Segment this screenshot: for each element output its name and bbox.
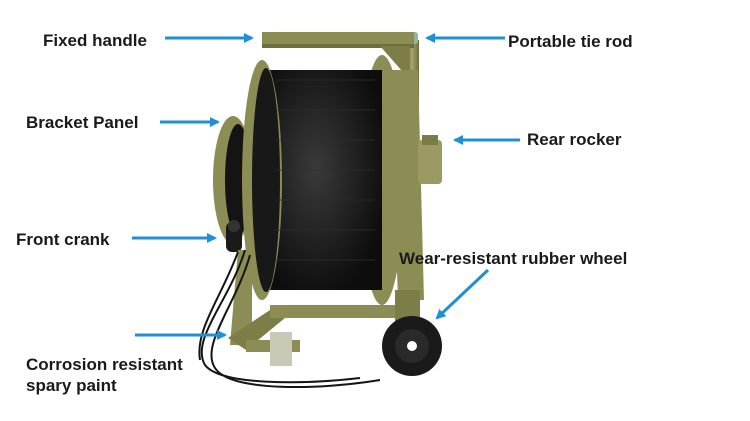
- label-fixed-handle: Fixed handle: [43, 31, 147, 50]
- label-bracket-panel: Bracket Panel: [26, 113, 139, 132]
- label-rubber-wheel: Wear-resistant rubber wheel: [399, 249, 628, 268]
- label-rear-rocker: Rear rocker: [527, 130, 622, 149]
- front-crank: [226, 220, 242, 252]
- label-portable-tie-rod: Portable tie rod: [508, 32, 633, 51]
- label-front-crank: Front crank: [16, 230, 110, 249]
- rubber-wheel: [382, 316, 442, 376]
- cable-drum: [242, 55, 404, 305]
- label-paint-line1: Corrosion resistant: [26, 355, 183, 374]
- label-paint-line2: spary paint: [26, 376, 117, 395]
- arrow-wheel: [435, 268, 490, 320]
- loose-cables: [198, 249, 381, 389]
- base-frame: [228, 250, 420, 366]
- annotation-arrows: [132, 33, 520, 340]
- label-corrosion-paint: Corrosion resistant spary paint: [26, 354, 183, 396]
